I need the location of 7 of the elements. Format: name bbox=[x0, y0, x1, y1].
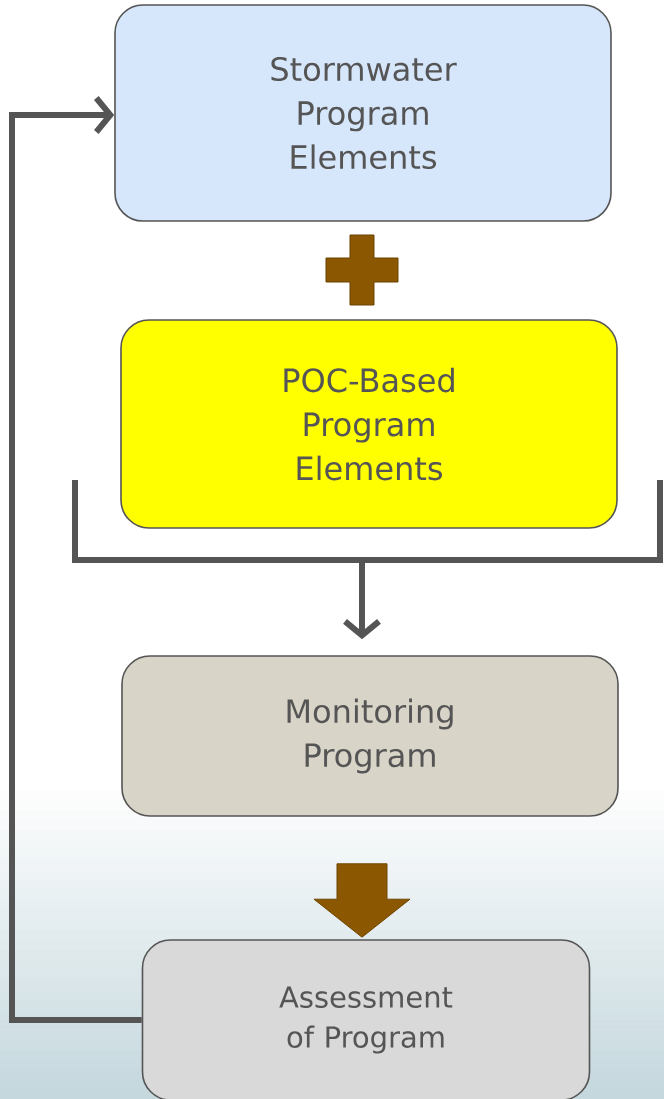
arrow bbox=[343, 560, 381, 640]
process-box: Assessment of Program bbox=[141, 939, 591, 1099]
process-box: POC-Based Program Elements bbox=[120, 319, 618, 529]
process-box: Stormwater Program Elements bbox=[114, 4, 612, 222]
feedback-arrow bbox=[9, 96, 142, 1023]
process-box: Monitoring Program bbox=[121, 655, 619, 817]
block-arrow bbox=[313, 863, 411, 938]
